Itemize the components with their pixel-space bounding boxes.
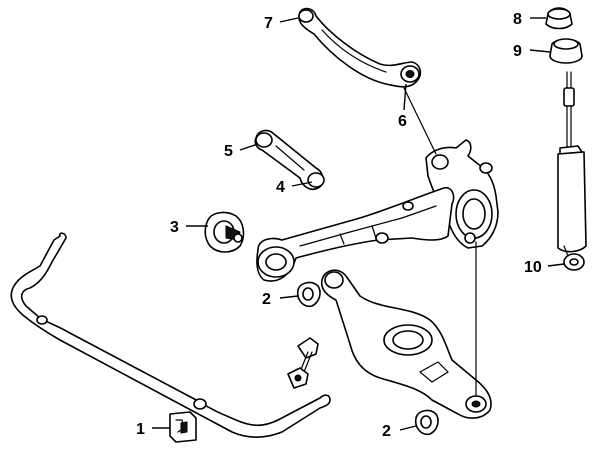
leader-lines: [152, 17, 565, 431]
bushing-a: [296, 281, 321, 308]
stabilizer-bushing: [169, 411, 197, 443]
callout-2b: 2: [382, 423, 391, 440]
trailing-arm: [256, 186, 455, 282]
shock-absorber: [557, 71, 587, 271]
stabilizer-bar: [10, 232, 331, 439]
callout-7: 7: [264, 15, 273, 32]
upper-link: [254, 129, 325, 191]
trailing-arm-bushing: [204, 211, 245, 253]
callout-6: 6: [398, 113, 407, 130]
knuckle-hub: [425, 139, 499, 249]
callout-1: 1: [136, 421, 145, 438]
callout-4: 4: [276, 179, 285, 196]
callout-2a: 2: [262, 291, 271, 308]
callout-9: 9: [513, 43, 522, 60]
bushing-b: [414, 409, 439, 436]
callout-10: 10: [524, 259, 542, 276]
callout-3: 3: [170, 219, 179, 236]
lower-control-arm: [320, 269, 492, 419]
callout-5: 5: [224, 143, 233, 160]
shock-top-bushing: [545, 7, 573, 30]
upper-control-arm: [298, 7, 422, 88]
callout-8: 8: [513, 11, 522, 28]
shock-mount: [549, 38, 583, 64]
stabilizer-link: [287, 337, 319, 389]
